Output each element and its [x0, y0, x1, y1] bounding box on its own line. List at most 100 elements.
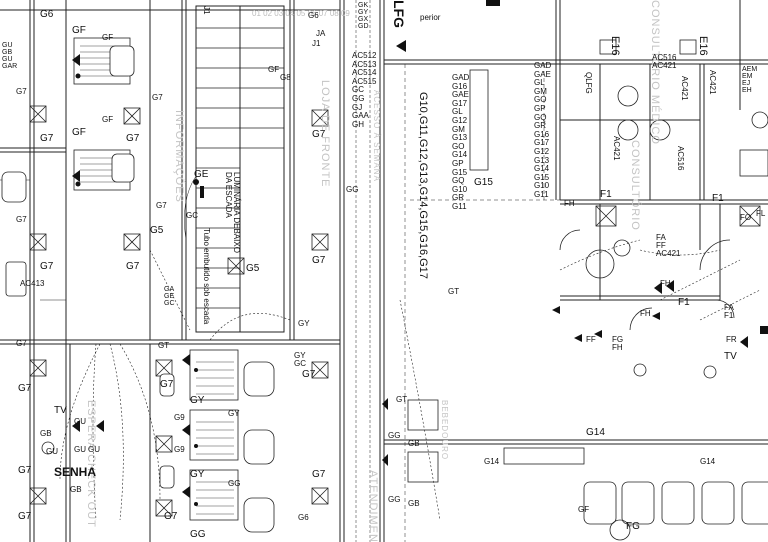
label-g6-top: G6 [40, 9, 54, 20]
label-gt-2: GT [448, 287, 460, 296]
label-j1-side: J1 [312, 39, 321, 48]
label-ac421-3: AC421 [680, 76, 689, 101]
label-gf-bottom: GF [578, 505, 590, 514]
ghost-text-bebedouro: BEBEDOURO [440, 400, 449, 461]
label-fr: FR [726, 335, 737, 344]
label-gf-side: GF [268, 65, 280, 74]
label-ff-1: FF [656, 241, 666, 250]
label-g15: G15 [474, 177, 493, 188]
label-g7-m: G7 [312, 129, 326, 140]
label-gy-3: GY [190, 395, 205, 406]
label-gy-4: GY [228, 409, 240, 418]
label-gc-1: GC [186, 211, 198, 220]
label-fh-1: FH [564, 199, 575, 208]
label-tv-right: TV [724, 351, 737, 362]
label-ac421-1: AC421 [652, 61, 677, 70]
label-g5-1: G5 [150, 225, 164, 236]
label-ac421-4: AC421 [612, 136, 621, 161]
label-gb-3: GB [408, 439, 420, 448]
label-fa-2: FA [724, 303, 734, 312]
label-g14-2: G14 [700, 457, 716, 466]
label-fh-2: FH [660, 279, 671, 288]
label-g14-1: G14 [586, 427, 605, 438]
label-g9-2: G9 [174, 445, 185, 454]
label-ac413: AC413 [20, 279, 45, 288]
label-qlfg: QLFG [584, 72, 593, 94]
ghost-text-acesso: ESPERA CHECK OUT [85, 400, 97, 528]
label-ac421-2: AC421 [708, 70, 717, 95]
label-ac516-1: AC516 [652, 53, 677, 62]
label-fl: FL [756, 209, 766, 218]
label-lfg: LFG [391, 0, 407, 28]
label-circuit-list: G10,G11,G12,G13,G14,G15,G16,G17 [417, 92, 429, 279]
label-g7-k: G7 [18, 465, 32, 476]
label-g7-c: G7 [126, 133, 140, 144]
label-ja: JA [316, 29, 326, 38]
ghost-text-bottom: ATENDIMENTO [367, 470, 379, 542]
label-e16-1: E16 [609, 36, 621, 56]
label-g7-a: G7 [16, 87, 27, 96]
label-gg-5: GG [388, 495, 401, 504]
ghost-text-consultorio-2: CONSULTÓRIO [629, 140, 641, 231]
label-fh-4: FH [612, 343, 623, 352]
label-fg-1: FG [612, 335, 624, 344]
label-f1-4: F1 [724, 311, 734, 320]
note-tubo: Tubo embutido sob escada [202, 228, 211, 325]
label-g7-f: G7 [156, 201, 167, 210]
label-e16-2: E16 [697, 36, 709, 56]
label-g7-b: G7 [40, 133, 54, 144]
label-gg-1: GG [228, 479, 241, 488]
label-g7-l: G7 [18, 511, 32, 522]
label-gu-2: GU [74, 445, 86, 454]
note-luminaria-2: DA ESCADA [224, 172, 233, 218]
label-g7-q: G7 [160, 379, 174, 390]
label-fg-2: FG [626, 521, 640, 532]
label-g6-mid: G6 [308, 11, 319, 20]
label-g7-d: G7 [152, 93, 163, 102]
ghost-text-informacoes: INFORMAÇÕES [173, 110, 185, 203]
label-g7-r: G7 [164, 511, 178, 522]
label-g7-h: G7 [126, 261, 140, 272]
label-g7-j: G7 [18, 383, 32, 394]
label-g8-side: G8 [280, 73, 291, 82]
label-g6-right: G6 [298, 513, 309, 522]
label-g7-e: G7 [16, 215, 27, 224]
label-perior: perior [420, 13, 441, 22]
label-gf-3: GF [72, 127, 86, 138]
label-gb-4: GB [408, 499, 420, 508]
label-f1-2: F1 [712, 193, 724, 204]
label-gy-2: GY [294, 351, 306, 360]
label-f1-3: F1 [678, 297, 690, 308]
label-gu-3: GU [46, 447, 58, 456]
label-g7-n: G7 [312, 255, 326, 266]
label-fh-3: FH [640, 309, 651, 318]
label-gg-2: GG [190, 529, 206, 540]
label-g7-p: G7 [312, 469, 326, 480]
label-gb-2: GB [70, 485, 82, 494]
label-gc-2: GC [294, 359, 306, 368]
label-gu-4: GU [88, 445, 100, 454]
label-gf-4: GF [102, 115, 114, 124]
label-g7-i: G7 [16, 339, 27, 348]
label-g7-o: G7 [302, 369, 316, 380]
label-ff-2: FF [586, 335, 596, 344]
label-gf-1: GF [72, 25, 86, 36]
label-gt-3: GT [396, 395, 408, 404]
label-gy-5: GY [190, 469, 205, 480]
label-fo: FO [740, 213, 752, 222]
label-gy-1: GY [298, 319, 310, 328]
label-g7-g: G7 [40, 261, 54, 272]
label-g9-1: G9 [174, 413, 185, 422]
label-g5-2: G5 [246, 263, 260, 274]
label-gu-1: GU [74, 417, 86, 426]
label-j1-top: J1 [202, 6, 211, 15]
label-gb-1: GB [40, 429, 52, 438]
stair-step-numbers: 01 02 03 04 05 06 07 08 09 [252, 9, 350, 18]
label-ge-1: GE [194, 169, 209, 180]
label-ac516-2: AC516 [676, 146, 685, 171]
